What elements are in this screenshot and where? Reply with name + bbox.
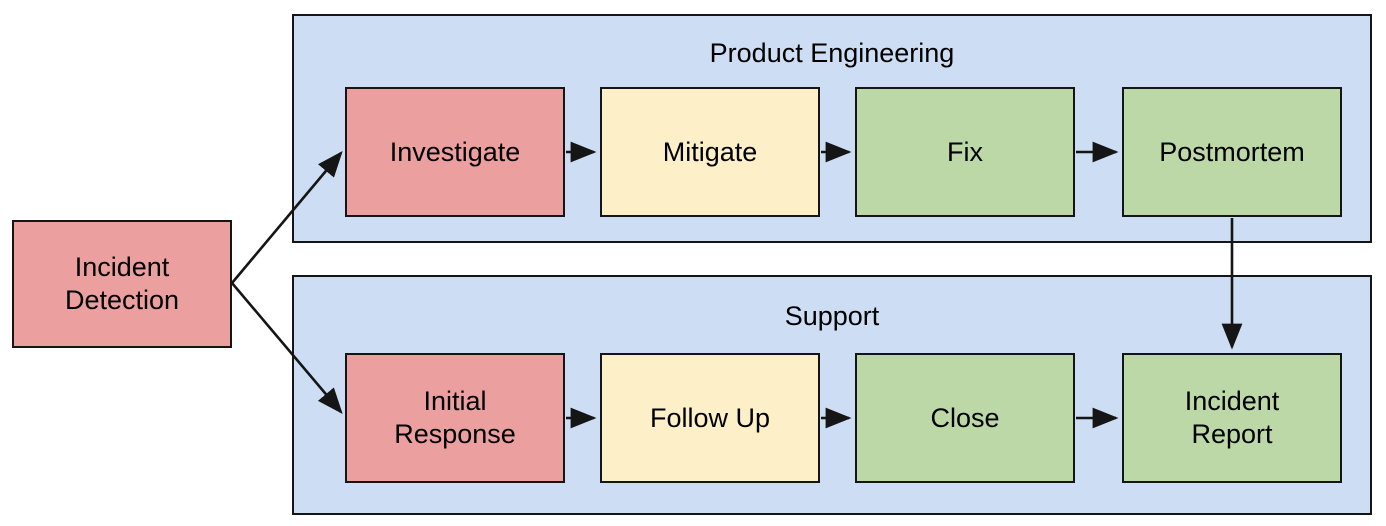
node-incident-report[interactable]: Incident Report <box>1122 353 1342 483</box>
node-follow-up-label: Follow Up <box>650 402 770 435</box>
node-close-label: Close <box>930 402 999 435</box>
node-incident-detection-label: Incident Detection <box>65 251 179 317</box>
node-fix[interactable]: Fix <box>855 87 1075 217</box>
node-fix-label-line1: Fix <box>947 136 983 167</box>
node-investigate[interactable]: Investigate <box>345 87 565 217</box>
swimlane-product-engineering-title: Product Engineering <box>709 38 955 68</box>
node-incident-report-label-line1: Incident <box>1184 386 1280 416</box>
node-fix-label: Fix <box>947 136 983 169</box>
node-initial-response-label-line1: Initial <box>423 386 487 416</box>
node-close[interactable]: Close <box>855 353 1075 483</box>
node-initial-response-label-line2: Response <box>394 419 516 449</box>
node-incident-detection[interactable]: Incident Detection <box>12 220 232 348</box>
node-postmortem-label: Postmortem <box>1159 136 1305 169</box>
node-follow-up-label-line1: Follow Up <box>649 402 771 433</box>
node-incident-detection-label-line2: Detection <box>64 285 180 315</box>
node-incident-report-label-line2: Report <box>1191 419 1273 449</box>
node-investigate-label: Investigate <box>390 136 521 169</box>
node-postmortem-label-line1: Postmortem <box>1159 136 1305 167</box>
node-mitigate-label-line1: Mitigate <box>662 136 758 167</box>
node-follow-up[interactable]: Follow Up <box>600 353 820 483</box>
node-investigate-label-line1: Investigate <box>389 136 521 167</box>
node-incident-detection-label-line1: Incident <box>74 252 170 282</box>
node-close-label-line1: Close <box>930 402 1000 433</box>
node-incident-report-label: Incident Report <box>1185 385 1280 451</box>
node-mitigate-label: Mitigate <box>663 136 758 169</box>
node-initial-response[interactable]: Initial Response <box>345 353 565 483</box>
node-postmortem[interactable]: Postmortem <box>1122 87 1342 217</box>
swimlane-support-title: Support <box>784 301 880 331</box>
node-mitigate[interactable]: Mitigate <box>600 87 820 217</box>
node-initial-response-label: Initial Response <box>394 385 516 451</box>
